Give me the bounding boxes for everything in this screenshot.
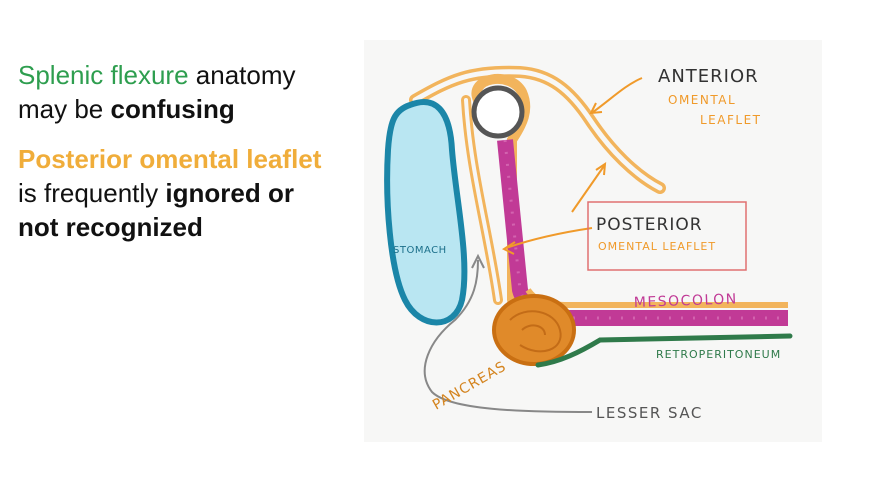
anterior-pointer <box>592 77 643 113</box>
lesser-sac-pointer <box>423 259 593 413</box>
ignored-emphasis: ignored or <box>165 178 294 208</box>
pancreas-texture <box>509 310 562 353</box>
transverse-colon <box>471 85 525 139</box>
splenic-flexure-term: Splenic flexure <box>18 60 189 90</box>
posterior-pointer-left <box>505 227 593 249</box>
text-fragment: is frequently <box>18 178 166 208</box>
label-mesocolon: MESOCOLON <box>634 291 738 311</box>
posterior-label-box <box>587 201 747 271</box>
anterior-arrowhead <box>589 102 603 115</box>
label-anterior: ANTERIOR <box>658 66 759 87</box>
posterior-omental-leaflet <box>471 73 531 305</box>
label-lesser-sac: LESSER SAC <box>596 404 703 422</box>
lesser-sac-arrowhead <box>471 253 485 269</box>
confusing-emphasis: confusing <box>110 94 235 124</box>
label-anterior-omental: OMENTAL <box>668 93 736 107</box>
text-fragment: may be <box>18 94 111 124</box>
label-stomach: STOMACH <box>393 245 447 256</box>
paragraph-posterior-leaflet: Posterior omental leaflet is frequently … <box>18 142 363 244</box>
text-fragment: anatomy <box>188 60 296 90</box>
label-posterior-omental-leaflet: OMENTAL LEAFLET <box>598 240 716 253</box>
not-recognized-emphasis: not recognized <box>18 212 203 242</box>
posterior-leaflet-term: Posterior omental leaflet <box>18 144 322 174</box>
label-retroperitoneum: RETROPERITONEUM <box>656 348 781 361</box>
posterior-arrowhead-left <box>501 241 516 255</box>
posterior-pointer-up <box>571 165 605 213</box>
label-posterior: POSTERIOR <box>596 215 703 235</box>
posterior-arrowhead-up <box>595 162 607 176</box>
stomach <box>384 99 468 326</box>
anterior-omental-leaflet-inner <box>412 69 663 191</box>
pancreas <box>492 294 576 366</box>
label-anterior-leaflet: LEAFLET <box>700 113 761 127</box>
slide-text: Splenic flexure anatomy may be confusing… <box>18 58 363 260</box>
posterior-omental-leaflet-outer-inner <box>464 98 500 302</box>
retroperitoneum <box>535 333 793 368</box>
paragraph-splenic-flexure: Splenic flexure anatomy may be confusing <box>18 58 363 126</box>
